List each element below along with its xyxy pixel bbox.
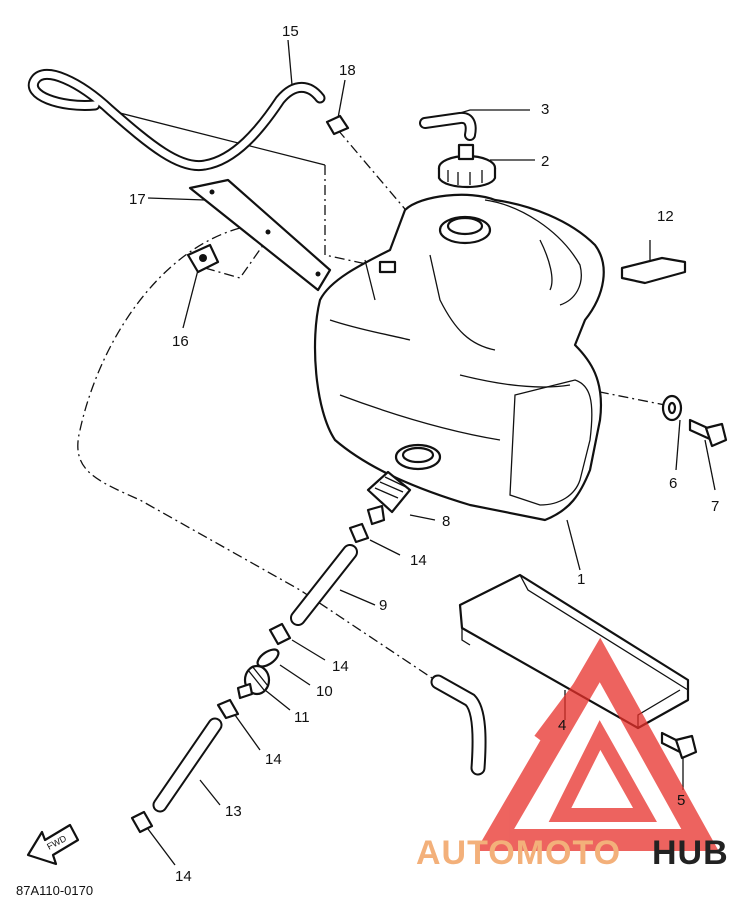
watermark-logo bbox=[475, 637, 719, 851]
watermark-text: AUTOMOTO HUB bbox=[416, 834, 729, 872]
callout-14a: 14 bbox=[410, 552, 427, 569]
callout-16: 16 bbox=[172, 333, 189, 350]
fuel-cap bbox=[437, 143, 497, 188]
callout-2: 2 bbox=[541, 153, 549, 170]
callout-1: 1 bbox=[577, 571, 585, 588]
fuel-hose-13 bbox=[152, 717, 223, 813]
bracket-plate bbox=[188, 178, 332, 292]
callout-4: 4 bbox=[558, 717, 566, 734]
callout-12: 12 bbox=[657, 208, 674, 225]
watermark-hub: HUB bbox=[652, 834, 729, 872]
callout-13: 13 bbox=[225, 803, 242, 820]
callout-11: 11 bbox=[294, 709, 310, 726]
bolt-5 bbox=[660, 731, 698, 760]
gasket-10 bbox=[256, 648, 280, 668]
breather-hose bbox=[27, 69, 326, 172]
vent-hose-3 bbox=[419, 111, 477, 141]
callout-14c: 14 bbox=[265, 751, 282, 768]
fwd-arrow-icon: FWD bbox=[26, 823, 80, 866]
callout-14b: 14 bbox=[332, 658, 349, 675]
callout-14d: 14 bbox=[175, 868, 192, 885]
damper-12 bbox=[620, 256, 687, 285]
hose-clip-16 bbox=[186, 243, 220, 274]
fuel-hose-9 bbox=[290, 544, 358, 626]
fuel-tank bbox=[313, 193, 605, 522]
washer-6 bbox=[661, 394, 683, 422]
callout-6: 6 bbox=[669, 475, 677, 492]
drain-hose bbox=[430, 674, 487, 776]
callout-8: 8 bbox=[442, 513, 450, 530]
bolt-7 bbox=[688, 418, 728, 448]
clip-17 bbox=[325, 114, 350, 136]
fuel-cock-11 bbox=[236, 664, 271, 700]
callout-7: 7 bbox=[711, 498, 719, 515]
callout-17: 18 bbox=[339, 62, 356, 79]
callout-5: 5 bbox=[677, 792, 685, 809]
callout-3: 3 bbox=[541, 101, 549, 118]
diagram-code: 87A110-0170 bbox=[16, 883, 93, 898]
callout-9: 9 bbox=[379, 597, 387, 614]
watermark-auto: AUTOMOTO bbox=[416, 834, 621, 872]
callout-10: 10 bbox=[316, 683, 333, 700]
callout-numbers: 15 18 3 2 17 12 16 6 7 8 14 1 9 14 10 11… bbox=[129, 23, 719, 885]
hose-clip-14 bbox=[130, 522, 370, 834]
callout-18: 17 bbox=[129, 191, 146, 208]
fuel-strainer-8 bbox=[366, 470, 412, 526]
callout-15: 15 bbox=[282, 23, 299, 40]
